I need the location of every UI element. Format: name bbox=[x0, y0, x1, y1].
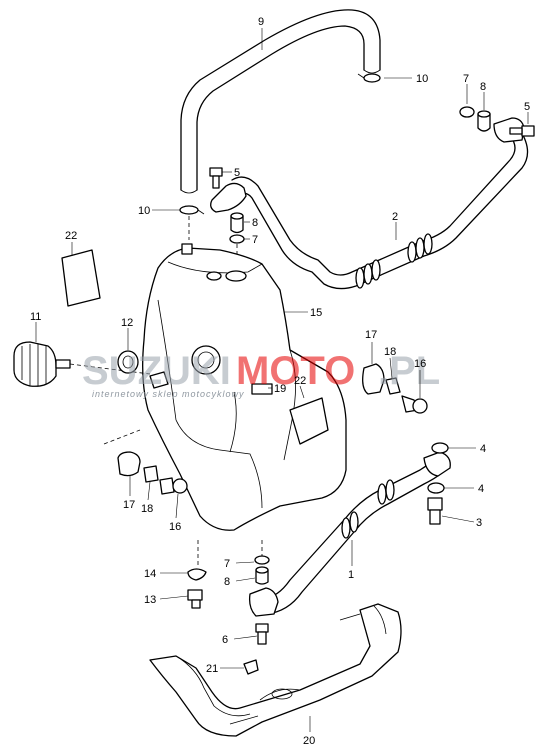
label-8-lower: 8 bbox=[224, 576, 230, 588]
breather-hose bbox=[180, 9, 381, 194]
bolt-6 bbox=[255, 623, 269, 645]
label-10-middle: 10 bbox=[138, 205, 150, 217]
label-2: 2 bbox=[392, 211, 398, 223]
cap-gasket bbox=[117, 350, 139, 374]
label-4-upper: 4 bbox=[480, 443, 486, 455]
bolt-13 bbox=[187, 589, 203, 609]
label-16-left: 16 bbox=[169, 521, 181, 533]
clip-21 bbox=[243, 659, 259, 675]
washer-7-upper bbox=[459, 106, 475, 118]
under-cover-20 bbox=[149, 603, 402, 737]
collar-8-upper bbox=[477, 110, 491, 132]
grommet-17-left bbox=[117, 451, 141, 477]
label-10-top: 10 bbox=[416, 73, 428, 85]
label-17-right: 17 bbox=[365, 329, 377, 341]
label-22-left: 22 bbox=[65, 230, 77, 242]
label-8-middle: 8 bbox=[252, 217, 258, 229]
fuel-hose-lower bbox=[248, 451, 451, 617]
label-12: 12 bbox=[121, 317, 133, 329]
watermark-tagline: internetowy sklep motocyklowy bbox=[92, 389, 245, 399]
label-19: 19 bbox=[274, 383, 286, 395]
washer-14 bbox=[187, 568, 207, 581]
part-numbers: 9 10 7 8 5 5 10 8 7 2 22 15 11 12 17 18 … bbox=[30, 16, 530, 747]
label-3: 3 bbox=[476, 517, 482, 529]
label-18-left: 18 bbox=[141, 503, 153, 515]
label-7-middle: 7 bbox=[252, 234, 258, 246]
label-14: 14 bbox=[144, 568, 156, 580]
fuel-cap bbox=[13, 341, 71, 387]
label-4-lower: 4 bbox=[478, 483, 484, 495]
washer-4-lower bbox=[427, 482, 445, 494]
collar-8-tank bbox=[230, 212, 244, 234]
washer-7-tank bbox=[229, 234, 245, 244]
label-16-right: 16 bbox=[414, 358, 426, 370]
label-17-left: 17 bbox=[123, 499, 135, 511]
label-11: 11 bbox=[30, 311, 41, 323]
collar-18-left bbox=[143, 465, 159, 483]
bolt-5-upper bbox=[209, 167, 223, 189]
watermark-brand-3: .PL bbox=[378, 349, 440, 393]
label-5-top-right: 5 bbox=[524, 101, 530, 113]
leader-lines bbox=[35, 28, 529, 732]
washer-4-upper bbox=[431, 442, 449, 454]
grommet-17-right bbox=[362, 363, 385, 395]
label-5-middle: 5 bbox=[234, 167, 240, 179]
label-8-top-right: 8 bbox=[480, 81, 486, 93]
bolt-5-right bbox=[509, 125, 535, 137]
hose-clip-lower bbox=[179, 205, 205, 215]
collar-8-lower bbox=[255, 566, 269, 585]
pad-22-left bbox=[61, 249, 101, 307]
label-21: 21 bbox=[206, 663, 218, 675]
label-15: 15 bbox=[310, 307, 322, 319]
label-plate-19 bbox=[251, 383, 273, 395]
label-6: 6 bbox=[222, 634, 228, 646]
fuel-tank bbox=[142, 243, 347, 531]
label-7-lower: 7 bbox=[224, 558, 230, 570]
label-20: 20 bbox=[303, 735, 315, 747]
watermark-brand-1: SUZUKI bbox=[82, 349, 231, 393]
watermark: SUZUKI MOTO .PL internetowy sklep motocy… bbox=[82, 349, 440, 399]
bolt-16-left bbox=[159, 477, 188, 495]
union-bolt-3 bbox=[427, 497, 443, 525]
label-1: 1 bbox=[348, 569, 354, 581]
label-22-right: 22 bbox=[294, 375, 306, 387]
pad-22-right bbox=[289, 397, 329, 445]
label-13: 13 bbox=[144, 594, 156, 606]
bolt-16-right bbox=[401, 395, 428, 414]
collar-18-right bbox=[385, 377, 401, 395]
label-9: 9 bbox=[258, 16, 264, 28]
label-18-right: 18 bbox=[384, 346, 396, 358]
hose-clip-top bbox=[357, 73, 381, 83]
washer-7-lower bbox=[254, 555, 270, 565]
label-7-top-right: 7 bbox=[463, 73, 469, 85]
watermark-brand-2: MOTO bbox=[236, 349, 355, 393]
